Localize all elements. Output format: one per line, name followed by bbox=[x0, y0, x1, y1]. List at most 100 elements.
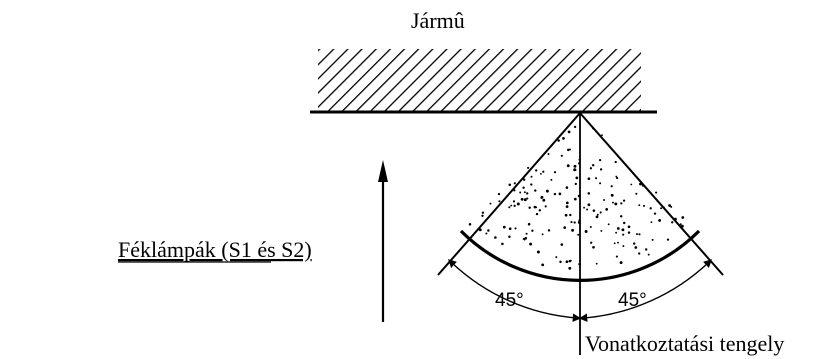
stipple-dot bbox=[540, 196, 543, 199]
stipple-dot bbox=[647, 253, 650, 256]
stipple-dot bbox=[571, 228, 575, 232]
stipple-dot bbox=[630, 183, 633, 186]
stipple-dot bbox=[655, 191, 658, 194]
stipple-dot bbox=[617, 241, 619, 244]
stipple-dot bbox=[634, 246, 638, 249]
stipple-dot bbox=[508, 183, 512, 187]
stipple-dot bbox=[635, 192, 638, 195]
stipple-dot bbox=[622, 233, 625, 236]
sector-boundary-left bbox=[437, 112, 581, 276]
stipple-dot bbox=[541, 233, 544, 236]
stipple-dot bbox=[497, 192, 501, 196]
stipple-dot bbox=[615, 255, 618, 258]
stipple-dot bbox=[635, 233, 639, 236]
stipple-dot bbox=[614, 202, 618, 206]
stipple-dot bbox=[530, 175, 533, 178]
stipple-dot bbox=[540, 173, 542, 175]
stipple-dot bbox=[599, 182, 602, 185]
stipple-dot bbox=[587, 192, 591, 195]
stipple-dot bbox=[573, 168, 577, 172]
stipple-dot bbox=[633, 242, 636, 245]
stipple-dot bbox=[545, 189, 549, 193]
stipple-dot bbox=[594, 177, 598, 180]
stipple-dot bbox=[544, 205, 547, 208]
stipple-dot bbox=[603, 199, 606, 201]
stipple-dot bbox=[565, 186, 569, 189]
sector-stipple bbox=[468, 125, 685, 270]
stipple-dot bbox=[627, 231, 631, 234]
sector-boundary-right bbox=[579, 112, 724, 276]
stipple-dot bbox=[529, 242, 533, 246]
stipple-dot bbox=[613, 242, 616, 245]
stipple-dot bbox=[569, 148, 571, 151]
stipple-dot bbox=[563, 226, 567, 229]
stipple-dot bbox=[541, 263, 545, 267]
stipple-dot bbox=[589, 225, 592, 229]
stipple-dot bbox=[644, 248, 648, 251]
stipple-dot bbox=[642, 204, 646, 207]
stipple-dot bbox=[522, 237, 525, 240]
stipple-dot bbox=[575, 176, 579, 180]
angle-dimension-arc-right bbox=[578, 259, 713, 322]
stipple-dot bbox=[535, 169, 538, 172]
stipple-dot bbox=[620, 202, 623, 205]
stipple-dot bbox=[555, 256, 558, 259]
stipple-dot bbox=[586, 208, 589, 211]
stipple-dot bbox=[622, 221, 626, 225]
stipple-dot bbox=[481, 211, 485, 214]
stipple-dot bbox=[502, 225, 506, 229]
stipple-dot bbox=[558, 192, 562, 196]
stipple-dot bbox=[605, 208, 609, 211]
angle-label-left: 45° bbox=[495, 290, 524, 311]
stipple-dot bbox=[568, 266, 572, 270]
stipple-dot bbox=[600, 229, 603, 232]
stipple-dot bbox=[481, 214, 484, 217]
stipple-dot bbox=[565, 201, 569, 205]
stipple-dot bbox=[587, 177, 591, 181]
stipple-dot bbox=[565, 260, 569, 264]
stipple-dot bbox=[589, 167, 593, 170]
stipple-dot bbox=[468, 223, 472, 226]
stipple-dot bbox=[524, 236, 528, 240]
stipple-dot bbox=[508, 235, 511, 239]
stipple-dot bbox=[598, 158, 602, 162]
stipple-dot bbox=[660, 207, 663, 210]
stipple-dot bbox=[590, 241, 593, 244]
stipple-dot bbox=[622, 199, 626, 202]
stipple-dot bbox=[666, 238, 670, 241]
stipple-dot bbox=[670, 205, 673, 208]
stipple-dot bbox=[531, 229, 534, 232]
stipple-dot bbox=[569, 259, 572, 262]
stipple-dot bbox=[489, 202, 492, 205]
stipple-dot bbox=[638, 233, 641, 236]
stipple-dot bbox=[584, 230, 588, 233]
stipple-dot bbox=[534, 189, 537, 192]
stipple-dot bbox=[557, 139, 560, 142]
stipple-dot bbox=[560, 154, 563, 157]
stipple-dot bbox=[573, 164, 577, 168]
stipple-dot bbox=[621, 228, 625, 232]
stipple-dot bbox=[550, 178, 553, 181]
angle-label-right: 45° bbox=[618, 290, 647, 311]
stipple-dot bbox=[567, 148, 570, 152]
stipple-dot bbox=[651, 238, 654, 241]
stipple-dot bbox=[610, 185, 613, 188]
stipple-dot bbox=[526, 197, 529, 200]
stipple-dot bbox=[525, 232, 528, 235]
stipple-dot bbox=[523, 191, 526, 194]
stipple-dot bbox=[485, 232, 488, 235]
stipple-dot bbox=[574, 182, 577, 186]
stipple-dot bbox=[542, 170, 545, 173]
stipple-dot bbox=[595, 215, 599, 219]
stipple-dot bbox=[570, 221, 573, 224]
stipple-dot bbox=[615, 176, 619, 180]
stipple-dot bbox=[679, 223, 682, 226]
stipple-dot bbox=[592, 209, 596, 212]
stipple-dot bbox=[573, 221, 576, 224]
stipple-dot bbox=[527, 166, 530, 169]
stipple-dot bbox=[596, 213, 599, 216]
stipple-dot bbox=[508, 206, 511, 209]
stipple-dot bbox=[649, 207, 652, 210]
stipple-dot bbox=[520, 197, 524, 201]
